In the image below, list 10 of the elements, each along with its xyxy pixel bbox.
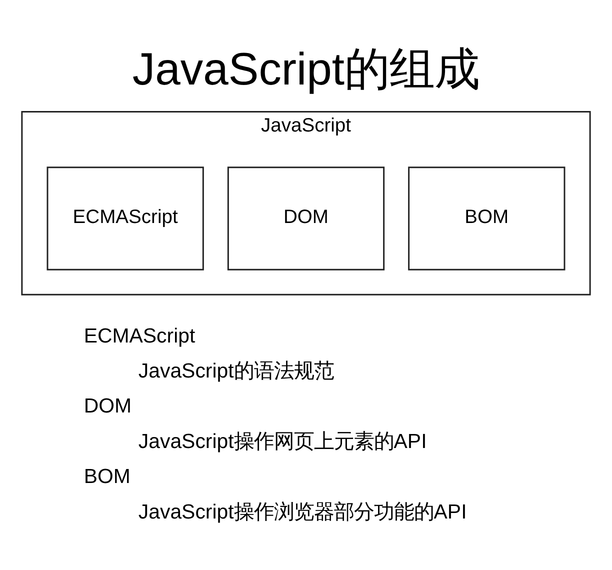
label: JavaScript操作网页上元素的API xyxy=(138,430,427,453)
node-box: BOM xyxy=(408,166,566,270)
diagram-title: JavaScript的组成 xyxy=(132,43,480,94)
node-box: ECMAScript xyxy=(46,166,204,270)
label: BOM xyxy=(84,465,130,488)
label: JavaScript的语法规范 xyxy=(138,359,334,382)
label: JavaScript操作浏览器部分功能的API xyxy=(138,500,467,524)
node-box: DOM xyxy=(227,166,385,270)
label: DOM xyxy=(84,394,132,418)
label: ECMAScript xyxy=(84,324,196,348)
